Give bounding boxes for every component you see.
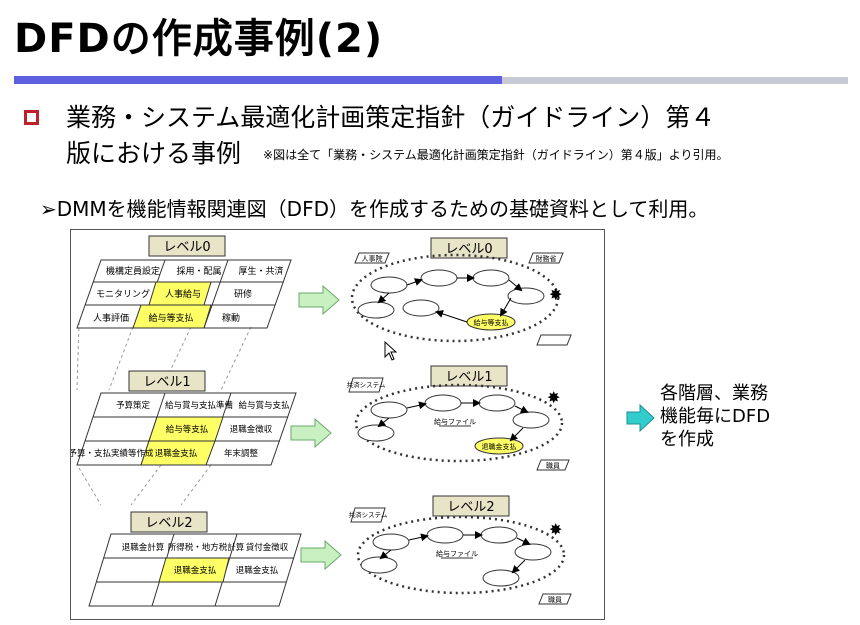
l1-cell-8: 年末調整 bbox=[224, 448, 259, 459]
side-note: 各階層、業務 機能毎にDFD を作成 bbox=[660, 382, 770, 451]
dfd-figure: レベル0 機構定員設定 採用・配属 厚生・共済 モニタリング 人事給与 研修 人… bbox=[68, 229, 605, 620]
dfd0-label-box bbox=[430, 237, 508, 259]
dfd0-label: レベル0 bbox=[445, 242, 492, 257]
dfd0-process-label: 給与等支払 bbox=[474, 318, 509, 327]
l1-cell-6: 予算・支払実績等作成 bbox=[71, 448, 154, 459]
perspective-lines bbox=[76, 321, 252, 506]
dfd1-ext-bottom bbox=[536, 459, 570, 471]
l0-cell-9: 稼動 bbox=[222, 312, 240, 324]
heading: 業務・システム最適化計画策定指針（ガイドライン）第４ 版における事例 ※図は全て「… bbox=[66, 100, 728, 173]
level2-highlight bbox=[158, 557, 230, 583]
level1-label: レベル1 bbox=[143, 375, 190, 390]
dfd1-label: レベル1 bbox=[445, 370, 492, 385]
l2-cell-1: 退職金計算 bbox=[122, 542, 165, 553]
dfd2-star-icon: ✸ bbox=[549, 520, 562, 539]
dfd2-label: レベル2 bbox=[447, 500, 494, 515]
dfd0-processes bbox=[357, 269, 545, 319]
heading-line1: 業務・システム最適化計画策定指針（ガイドライン）第４ bbox=[66, 103, 716, 132]
level2-label: レベル2 bbox=[145, 516, 192, 531]
dfd1-flows bbox=[377, 399, 529, 442]
l0-cell-8: 給与等支払 bbox=[148, 312, 193, 324]
l0-cell-2: 採用・配属 bbox=[176, 265, 221, 277]
dfd0-ext-right bbox=[528, 252, 564, 264]
level2-label-box bbox=[130, 511, 208, 533]
l0-cell-7: 人事評価 bbox=[93, 312, 129, 324]
side-note-line3: を作成 bbox=[660, 429, 714, 450]
title-underline bbox=[502, 77, 848, 84]
dfd2-ext-bottom bbox=[538, 593, 572, 605]
dfd1-highlight-process bbox=[474, 437, 524, 455]
dfd2-ext-left bbox=[350, 507, 386, 523]
l2-cell-2: 所得税・地方税計算 bbox=[168, 542, 245, 553]
dfd1-process-label: 退職金支払 bbox=[482, 442, 517, 451]
l1-cell-3: 給与賞与支払 bbox=[238, 400, 290, 411]
dfd0-ext-right-label: 財務省 bbox=[536, 254, 557, 263]
sub-bullet: ➢DMMを機能情報関連図（DFD）を作成するための基礎資料として利用。 bbox=[40, 197, 709, 221]
l1-cell-2: 給与賞与支払準備 bbox=[165, 400, 234, 411]
dfd2-ext-left-label: 共済システム bbox=[349, 510, 388, 519]
l1-cell-4: 給与等支払 bbox=[166, 424, 209, 435]
dfd1-label-box bbox=[430, 365, 508, 387]
l0-cell-4: モニタリング bbox=[96, 288, 150, 300]
l1-cell-1: 予算策定 bbox=[116, 400, 151, 411]
heading-line2-text: 版における事例 bbox=[66, 139, 242, 168]
level0-label-box bbox=[148, 235, 226, 257]
level-arrows bbox=[290, 284, 342, 571]
dfd1-ext-left bbox=[348, 377, 384, 393]
dfd-diagram: レベル0 機構定員設定 採用・配属 厚生・共済 モニタリング 人事給与 研修 人… bbox=[68, 235, 572, 607]
dfd2-processes bbox=[360, 526, 552, 587]
l0-cell-1: 機構定員設定 bbox=[106, 265, 160, 277]
level0-highlight-2 bbox=[132, 304, 212, 329]
dfd1-ext-left-label: 共済システム bbox=[347, 380, 386, 389]
dfd2-boundary bbox=[356, 515, 566, 595]
dfd1-file-label: 給与ファイル bbox=[434, 417, 476, 426]
l0-cell-3: 厚生・共済 bbox=[238, 265, 283, 277]
bullet-square-icon bbox=[24, 110, 39, 125]
side-note-line1: 各階層、業務 bbox=[660, 383, 768, 404]
l1-cell-7: 退職金支払 bbox=[155, 448, 198, 459]
dfd2-label-box bbox=[432, 495, 510, 517]
dfd2-file-label: 給与ファイル bbox=[436, 549, 478, 558]
dfd1-processes bbox=[357, 394, 550, 442]
l1-cell-5: 退職金徴収 bbox=[230, 424, 273, 435]
level1-highlight-2 bbox=[140, 440, 216, 466]
slide-title: DFDの作成事例(2) bbox=[14, 16, 384, 62]
level1-label-box bbox=[128, 370, 206, 392]
dfd0-ext-left-label: 人事院 bbox=[362, 254, 383, 263]
heading-line2: 版における事例 ※図は全て「業務・システム最適化計画策定指針（ガイドライン）第４版… bbox=[66, 136, 728, 173]
dfd0-ext-left bbox=[354, 252, 390, 264]
side-note-line2: 機能毎にDFD bbox=[660, 406, 771, 427]
l0-cell-5: 人事給与 bbox=[165, 288, 201, 300]
l0-cell-6: 研修 bbox=[234, 288, 252, 300]
dfd1-star-icon: ✸ bbox=[547, 388, 560, 407]
level0-label: レベル0 bbox=[163, 240, 210, 255]
dfd2-ext-bottom-label: 職員 bbox=[548, 595, 562, 604]
dfd0-flows bbox=[377, 274, 523, 323]
l2-cell-5: 退職金支払 bbox=[236, 565, 279, 576]
dfd0-boundary bbox=[350, 253, 560, 343]
dfd1-boundary bbox=[354, 383, 564, 463]
citation-note: ※図は全て「業務・システム最適化計画策定指針（ガイドライン）第４版」より引用。 bbox=[263, 148, 729, 162]
mouse-cursor-icon bbox=[384, 341, 398, 361]
l2-cell-4: 退職金支払 bbox=[174, 565, 217, 576]
title-underline-accent bbox=[14, 76, 502, 84]
dfd0-star-icon: ✸ bbox=[549, 285, 562, 304]
dfd2-flows bbox=[379, 531, 531, 574]
l2-cell-3: 貸付金徴収 bbox=[246, 542, 289, 553]
arrow-right-icon bbox=[626, 404, 655, 432]
dfd0-ext-bottom bbox=[536, 334, 572, 346]
dfd1-ext-bottom-label: 職員 bbox=[546, 461, 560, 470]
